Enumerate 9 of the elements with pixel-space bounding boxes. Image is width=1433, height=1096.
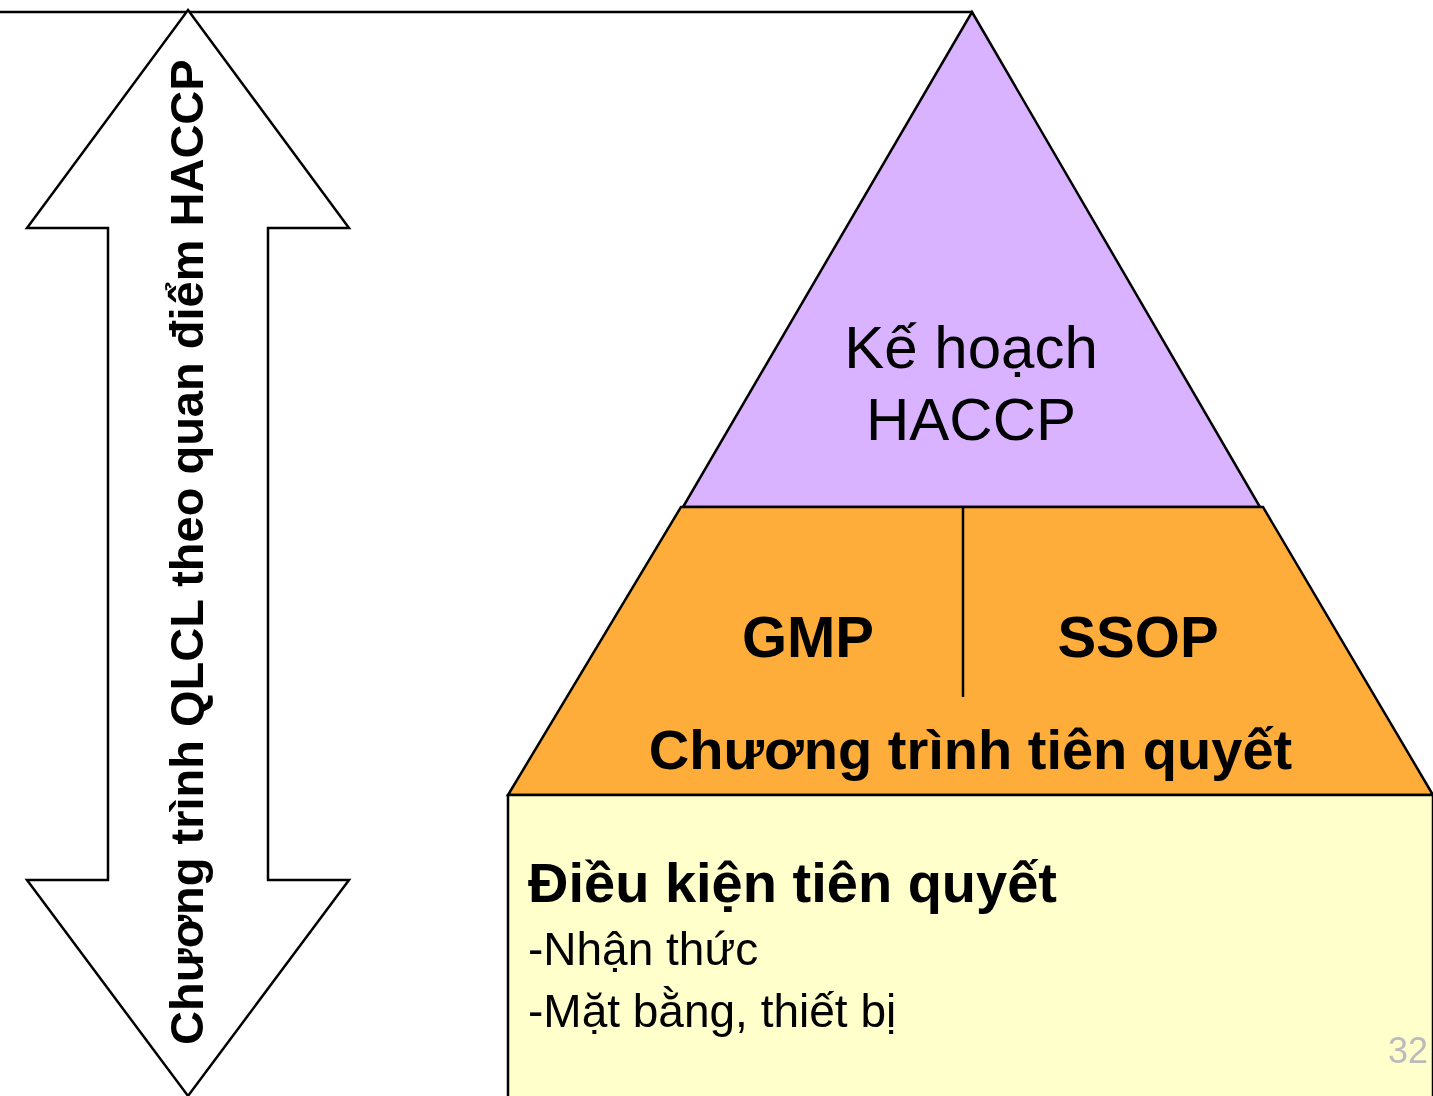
page-number: 32 bbox=[1388, 1030, 1429, 1072]
list-item: -Mặt bằng, thiết bị bbox=[528, 984, 897, 1039]
heading: Điều kiện tiên quyết bbox=[528, 850, 1057, 916]
arrow-label: Chương trình QLCL theo quan điểm HACCP bbox=[159, 58, 214, 1048]
pyramid-label: Kế hoạch HACCP bbox=[843, 313, 1099, 455]
list-item: -Nhận thức bbox=[528, 922, 759, 977]
section-label: SSOP bbox=[1056, 603, 1220, 671]
section-label: GMP bbox=[740, 603, 876, 671]
pyramid-label: Chương trình tiên quyết bbox=[647, 717, 1294, 783]
